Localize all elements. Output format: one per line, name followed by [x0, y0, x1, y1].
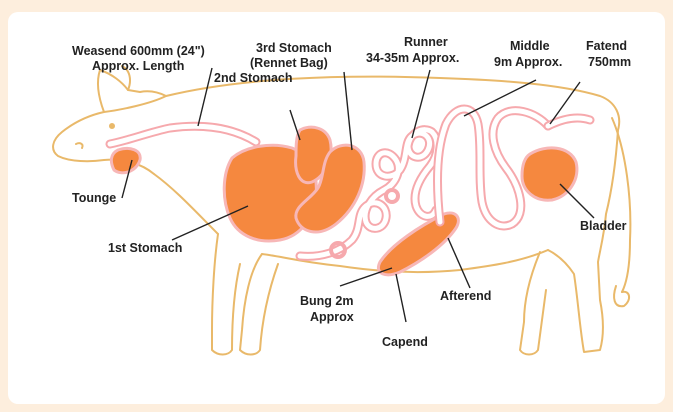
- weasend-esophagus: [110, 126, 256, 144]
- middle-label-line2: 9m Approx.: [494, 55, 562, 69]
- capend-label: Capend: [382, 335, 428, 349]
- weasend-label-line2: Approx. Length: [92, 59, 184, 73]
- second-stomach-label: 2nd Stomach: [214, 71, 293, 85]
- fatend-intestine: [548, 118, 590, 126]
- fatend-label-line2: 750mm: [588, 55, 631, 69]
- afterend-label: Afterend: [440, 289, 491, 303]
- bung-organ: [378, 213, 458, 275]
- tounge-label: Tounge: [72, 191, 116, 205]
- tounge-organ: [111, 148, 140, 172]
- weasend-label-line1: Weasend 600mm (24"): [72, 44, 205, 58]
- bung-label-line2: Approx: [310, 310, 354, 324]
- runner-label-line1: Runner: [404, 35, 448, 49]
- fatend-label-line1: Fatend: [586, 39, 627, 53]
- bung-label-line1: Bung 2m: [300, 294, 353, 308]
- first-stomach-label: 1st Stomach: [108, 241, 182, 255]
- third-stomach-label-line1: 3rd Stomach: [256, 41, 332, 55]
- runner-label-line2: 34-35m Approx.: [366, 51, 459, 65]
- bladder-label: Bladder: [580, 219, 627, 233]
- middle-label-line1: Middle: [510, 39, 550, 53]
- third-stomach-label-line2: (Rennet Bag): [250, 56, 328, 70]
